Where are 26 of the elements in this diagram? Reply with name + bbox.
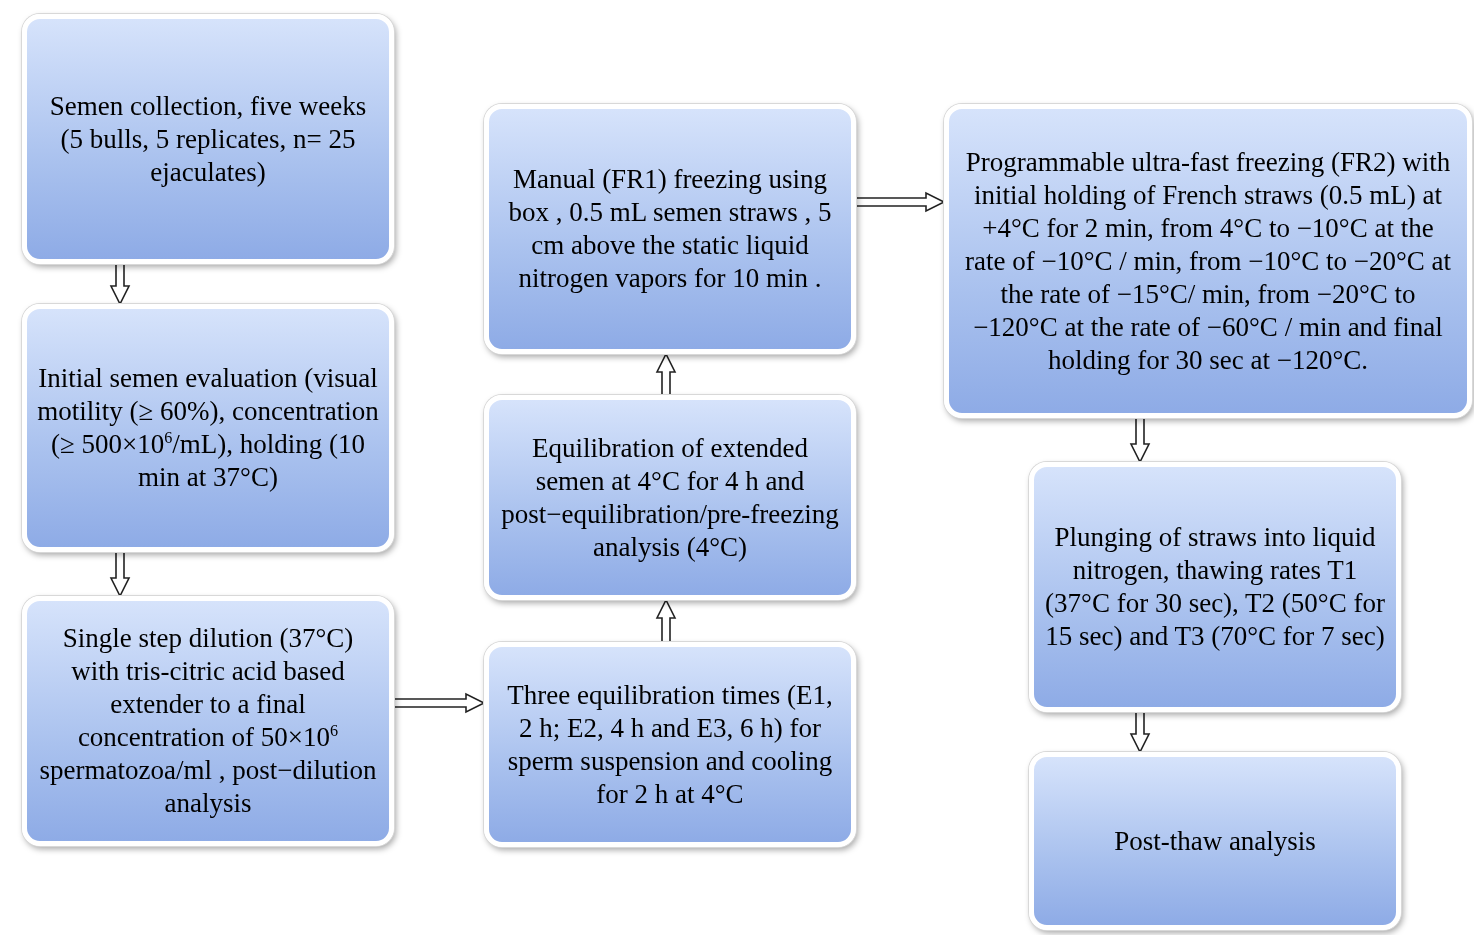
process-box	[22, 14, 394, 264]
process-box	[1029, 752, 1401, 930]
process-box	[22, 304, 394, 552]
step-text: Three equilibration times (E1, 2 h; E2, 4 h and E3, 6 h) for sperm suspension and cooling for 2 h at 4°C	[506, 678, 834, 811]
process-box	[1029, 462, 1401, 712]
block-arrow	[109, 551, 131, 598]
process-box	[484, 642, 856, 847]
step-text: Equilibration of extended semen at 4°C for 4 h and post−equilibration/pre-freezing analysis (4°C)	[500, 431, 840, 564]
process-box	[484, 395, 856, 600]
block-arrow	[1129, 417, 1151, 464]
step-text: Programmable ultra-fast freezing (FR2) with initial holding of French straws (0.5 mL) at +4°C for 2 min, from 4°C to −10°C at the rate of −10°C / min, from −10°C to −20°C at the rate of −15°C/ min, from −20°C to −120°C at the rate of −60°C / min and final holding for 30 sec at −120°C.	[964, 145, 1452, 377]
step-text: Initial semen evaluation (visual motility (≥ 60%), concentration (≥ 500×10$^{6}$/mL), holding (10 min at 37°C)	[37, 362, 379, 494]
step-text: Post-thaw analysis	[1114, 824, 1316, 858]
process-box	[944, 104, 1472, 418]
block-arrow	[655, 598, 677, 643]
process-box	[484, 104, 856, 354]
block-arrow	[393, 692, 486, 714]
step-text: Plunging of straws into liquid nitrogen, thawing rates T1 (37°C for 30 sec), T2 (50°C for 15 sec) and T3 (70°C for 7 sec)	[1044, 521, 1386, 653]
block-arrow	[109, 263, 131, 306]
step-text: Single step dilution (37°C) with tris-citric acid based extender to a final concentration of 50×10$^{6}$ spermatozoa/ml , post−dilution analysis	[38, 622, 378, 820]
block-arrow	[655, 352, 677, 396]
block-arrow	[855, 191, 946, 213]
block-arrow	[1129, 711, 1151, 754]
step-text: Semen collection, five weeks (5 bulls, 5 replicates, n= 25 ejaculates)	[48, 89, 368, 189]
step-text: Manual (FR1) freezing using box , 0.5 mL semen straws , 5 cm above the static liquid nitrogen vapors for 10 min .	[507, 163, 833, 295]
process-box	[22, 596, 394, 846]
